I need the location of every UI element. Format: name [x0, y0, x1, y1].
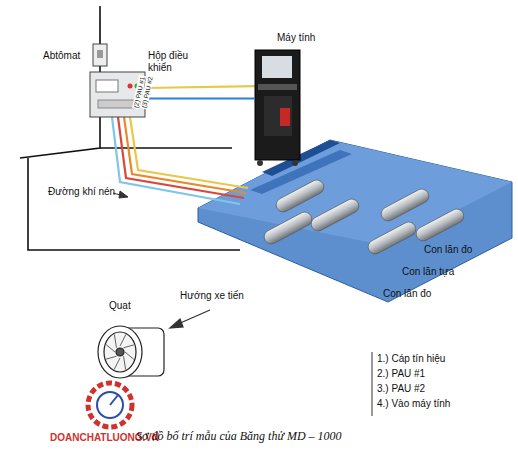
leader-line [113, 191, 128, 198]
device-label: Quạt [109, 300, 131, 312]
computer-device [255, 50, 300, 166]
legend-item: 4.) Vào máy tính [377, 398, 450, 410]
device-label: Máy tính [277, 32, 315, 44]
fan: Quạt [95, 320, 165, 380]
computer: Máy tính [255, 50, 300, 160]
pipe-label: Đường khí nén [48, 186, 115, 198]
cable-connector [145, 97, 255, 99]
direction-arrow [170, 310, 210, 328]
watermark-logo [88, 383, 132, 427]
direction-label: Hướng xe tiến [180, 290, 244, 302]
legend-item: 3.) PAU #2 [377, 383, 425, 395]
legend-item: 1.) Cáp tín hiệu [377, 353, 445, 365]
device-label: Hộp điều khiển [148, 50, 210, 73]
platform [198, 140, 512, 302]
device-label: Abtômat [43, 50, 80, 62]
part-label: Con lăn đo [383, 288, 431, 300]
part-label: Con lăn tựa [402, 266, 454, 278]
breaker-device [93, 20, 107, 66]
legend-bracket [372, 352, 373, 416]
legend-item: 2.) PAU #1 [377, 368, 425, 380]
breaker: Abtômat [93, 44, 107, 66]
fan-device [98, 326, 164, 378]
cable-connector [100, 66, 101, 72]
caption: Sơ đồ bố trí mẫu của Băng thử MD – 1000 [136, 430, 342, 444]
part-label: Con lăn đo [424, 244, 472, 256]
